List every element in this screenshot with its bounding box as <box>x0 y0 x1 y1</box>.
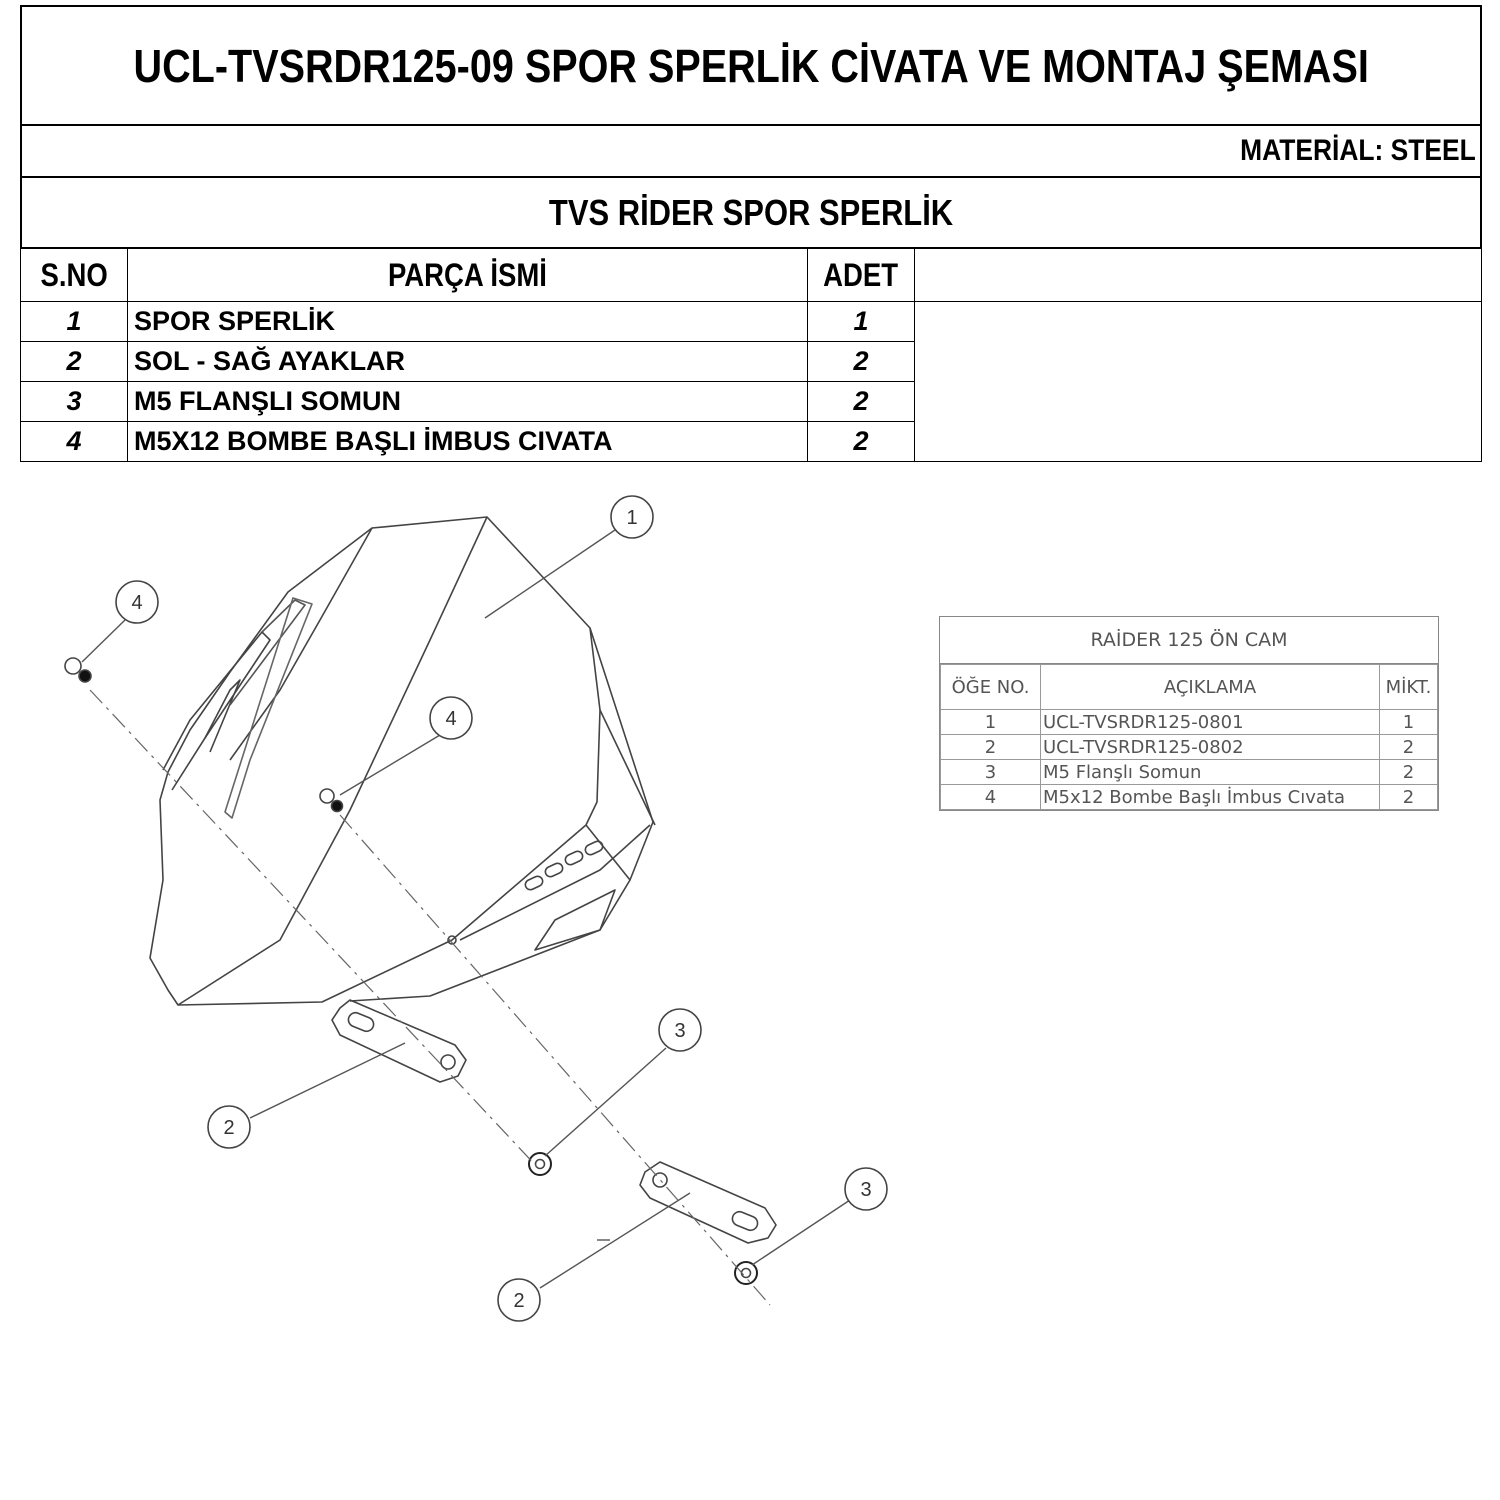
bom-header-qty: MİKT. <box>1379 664 1438 710</box>
svg-text:4: 4 <box>445 708 456 730</box>
subtitle: TVS RİDER SPOR SPERLİK <box>548 191 954 233</box>
row-qty: 2 <box>807 341 915 382</box>
bom-header-no: ÖĞE NO. <box>940 664 1041 710</box>
bom-desc: M5 Flanşlı Somun <box>1040 759 1380 785</box>
row-no: 3 <box>20 381 128 422</box>
row-name: SPOR SPERLİK <box>127 301 808 342</box>
header-sheet: UCL-TVSRDR125-09 SPOR SPERLİK CİVATA VE … <box>20 5 1482 462</box>
callout-bubble-4b: 4 <box>429 696 473 740</box>
bom-no: 1 <box>940 709 1041 735</box>
material-row: MATERİAL: STEEL <box>20 125 1482 178</box>
column-header-sno: S.NO <box>20 248 128 302</box>
table-row: 3 M5 Flanşlı Somun 2 <box>940 759 1438 785</box>
bom-header-desc: AÇIKLAMA <box>1040 664 1380 710</box>
row-qty: 2 <box>807 381 915 422</box>
bom-no: 2 <box>940 734 1041 760</box>
left-bracket-part <box>331 999 467 1083</box>
column-header-name: PARÇA İSMİ <box>127 248 808 302</box>
row-no: 1 <box>20 301 128 342</box>
parts-table: S.NO PARÇA İSMİ ADET 1 SPOR SPERLİK 1 2 … <box>20 248 1482 462</box>
vent-slots <box>524 840 604 891</box>
table-row: 2 UCL-TVSRDR125-0802 2 <box>940 734 1438 760</box>
callout-bubble-4a: 4 <box>115 580 159 624</box>
bom-qty: 2 <box>1379 784 1438 810</box>
callout-leaders <box>81 529 851 1289</box>
bom-no: 3 <box>940 759 1041 785</box>
blank-cell <box>914 301 1482 462</box>
callout-bubble-3b: 3 <box>844 1167 888 1211</box>
callout-bubble-1: 1 <box>610 495 654 539</box>
bom-desc: M5x12 Bombe Başlı İmbus Cıvata <box>1040 784 1380 810</box>
column-header-qty: ADET <box>807 248 915 302</box>
assembly-drawing: 1 4 4 3 2 3 2 <box>64 495 888 1322</box>
row-no: 4 <box>20 421 128 462</box>
bom-qty: 2 <box>1379 734 1438 760</box>
bom-desc: UCL-TVSRDR125-0801 <box>1040 709 1380 735</box>
callout-bubble-3a: 3 <box>658 1008 702 1052</box>
bolt-2 <box>319 788 344 813</box>
flange-nut-1 <box>528 1152 552 1176</box>
table-row: 1 UCL-TVSRDR125-0801 1 <box>940 709 1438 735</box>
subtitle-row: TVS RİDER SPOR SPERLİK <box>20 178 1482 248</box>
title-row: UCL-TVSRDR125-09 SPOR SPERLİK CİVATA VE … <box>20 5 1482 125</box>
row-name: SOL - SAĞ AYAKLAR <box>127 341 808 382</box>
bom-table: RAİDER 125 ÖN CAM ÖĞE NO. AÇIKLAMA MİKT.… <box>939 616 1439 811</box>
parts-table-header: S.NO PARÇA İSMİ ADET <box>20 248 1482 302</box>
row-qty: 2 <box>807 421 915 462</box>
bom-qty: 1 <box>1379 709 1438 735</box>
svg-text:1: 1 <box>626 507 637 529</box>
axis-lines <box>89 689 771 1306</box>
bom-no: 4 <box>940 784 1041 810</box>
callout-bubble-2b: 2 <box>497 1278 541 1322</box>
bom-qty: 2 <box>1379 759 1438 785</box>
row-name: M5 FLANŞLI SOMUN <box>127 381 808 422</box>
bolt-1 <box>64 657 92 683</box>
bom-desc: UCL-TVSRDR125-0802 <box>1040 734 1380 760</box>
windscreen-part <box>149 516 656 1006</box>
svg-text:4: 4 <box>131 592 142 614</box>
table-row: 2 SOL - SAĞ AYAKLAR 2 <box>20 341 1482 382</box>
material-label: MATERİAL: STEEL <box>1240 134 1476 167</box>
table-row: 4 M5x12 Bombe Başlı İmbus Cıvata 2 <box>940 784 1438 810</box>
svg-text:2: 2 <box>223 1117 234 1139</box>
callout-bubble-2a: 2 <box>207 1105 251 1149</box>
svg-text:3: 3 <box>860 1179 871 1201</box>
table-row: 1 SPOR SPERLİK 1 <box>20 301 1482 462</box>
blank-header-cell <box>914 248 1482 302</box>
bom-title: RAİDER 125 ÖN CAM <box>940 617 1438 664</box>
svg-text:2: 2 <box>513 1290 524 1312</box>
bom-header-row: ÖĞE NO. AÇIKLAMA MİKT. <box>940 664 1438 710</box>
svg-text:3: 3 <box>674 1020 685 1042</box>
row-name: M5X12 BOMBE BAŞLI İMBUS CIVATA <box>127 421 808 462</box>
right-bracket-part <box>639 1161 777 1244</box>
table-row: 4 M5X12 BOMBE BAŞLI İMBUS CIVATA 2 <box>20 421 1482 462</box>
flange-nut-2 <box>734 1261 758 1285</box>
row-qty: 1 <box>807 301 915 342</box>
page-title: UCL-TVSRDR125-09 SPOR SPERLİK CİVATA VE … <box>133 39 1369 92</box>
row-no: 2 <box>20 341 128 382</box>
